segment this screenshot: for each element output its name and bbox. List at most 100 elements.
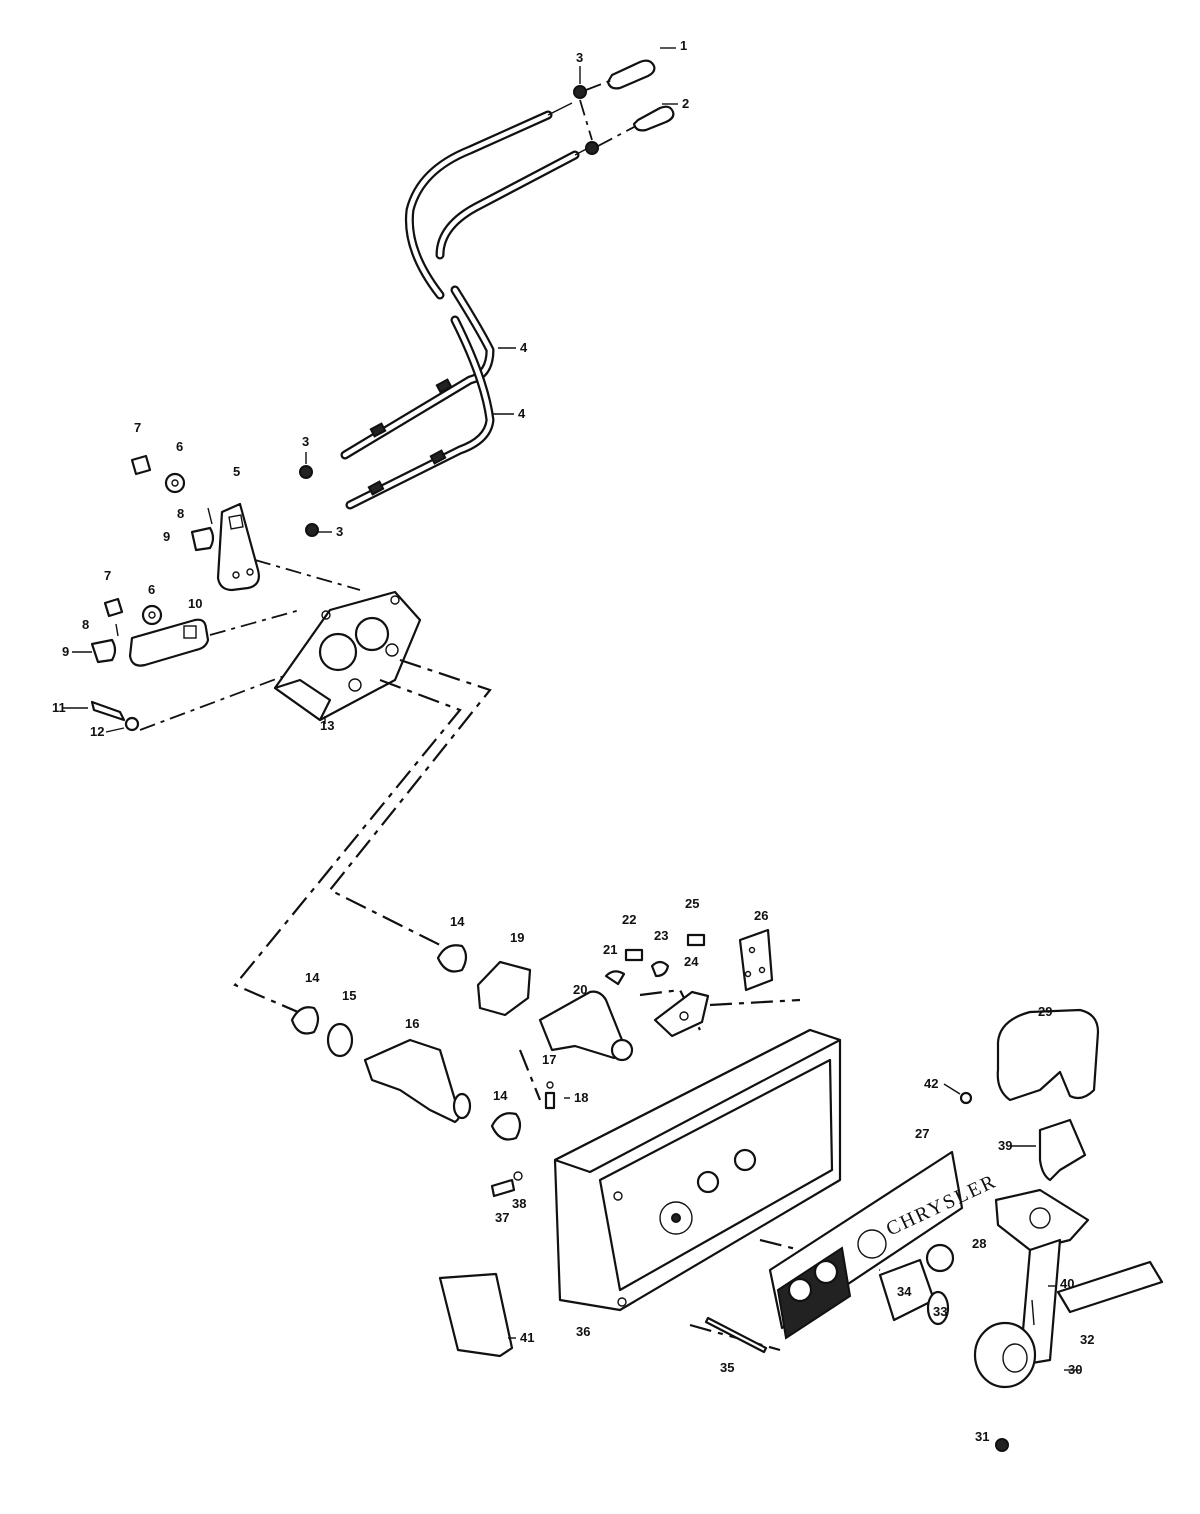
callout-3: 3: [576, 50, 583, 65]
plate-26: [738, 928, 774, 992]
plug-31: [995, 1438, 1009, 1452]
washer-15: [326, 1022, 354, 1058]
shaft-16: [363, 1038, 462, 1124]
nut-12: [124, 716, 140, 732]
callout-12: 12: [90, 724, 104, 739]
callout-9b: 9: [62, 644, 69, 659]
callout-34: 34: [897, 1284, 912, 1299]
callout-40: 40: [1060, 1276, 1074, 1291]
cap-28: [925, 1243, 955, 1273]
spring-37: [490, 1178, 516, 1198]
callout-25: 25: [685, 896, 699, 911]
screw-25: [686, 933, 706, 947]
callout-6b: 6: [148, 582, 155, 597]
bracket-5: [216, 502, 260, 592]
callout-1: 1: [680, 38, 687, 53]
leader-lines: [62, 47, 1080, 1371]
callout-17: 17: [542, 1052, 556, 1067]
cable-housing-13: [273, 590, 422, 722]
upper-bracket-assembly: [90, 454, 361, 732]
handle-assembly: [438, 1008, 1164, 1452]
callout-16: 16: [405, 1016, 419, 1031]
callout-20: 20: [573, 982, 587, 997]
callout-14b: 14: [305, 970, 320, 985]
handle-30: [973, 1321, 1037, 1389]
shift-collar-19: [476, 960, 532, 1017]
callout-5: 5: [233, 464, 240, 479]
screw-7b: [103, 597, 124, 618]
cable-end-2: [632, 105, 675, 132]
ring-33: [926, 1290, 950, 1326]
callout-29: 29: [1038, 1004, 1052, 1019]
callout-2: 2: [682, 96, 689, 111]
callout-7b: 7: [104, 568, 111, 583]
callout-8: 8: [177, 506, 184, 521]
cable-end-1: [606, 59, 656, 90]
bolt-9a: [190, 526, 215, 552]
callout-33: 33: [933, 1304, 947, 1319]
pad-41: [438, 1272, 514, 1358]
screw-7a: [130, 454, 152, 476]
cable-ends-top: [573, 59, 675, 155]
shift-mechanism: [290, 928, 774, 1141]
callout-6: 6: [176, 439, 183, 454]
plunger-20: [538, 990, 625, 1060]
handle-cover-29: [996, 1008, 1100, 1102]
callout-21: 21: [603, 942, 617, 957]
screw-11: [90, 700, 126, 722]
control-cables: [340, 102, 593, 510]
screw-42: [959, 1091, 973, 1105]
callout-15: 15: [342, 988, 356, 1003]
callout-37: 37: [495, 1210, 509, 1225]
control-box-36: [553, 1028, 842, 1312]
callout-4: 4: [520, 340, 528, 355]
callout-31: 31: [975, 1429, 989, 1444]
callout-14a: 14: [450, 914, 465, 929]
decal-32: [1056, 1260, 1164, 1314]
spring-18: [544, 1091, 556, 1110]
callout-24: 24: [684, 954, 699, 969]
washer-6b: [141, 604, 163, 626]
cable-nuts-lower: [299, 465, 319, 537]
callout-35: 35: [720, 1360, 734, 1375]
callout-28: 28: [972, 1236, 986, 1251]
callout-41: 41: [520, 1330, 534, 1345]
callout-39: 39: [998, 1138, 1012, 1153]
ball-17: [546, 1081, 554, 1089]
nut-14a: [436, 944, 468, 973]
callout-19: 19: [510, 930, 524, 945]
callout-14c: 14: [493, 1088, 508, 1103]
lever-10: [128, 618, 210, 667]
callout-26: 26: [754, 908, 768, 923]
callout-42: 42: [924, 1076, 938, 1091]
clip-21: [604, 970, 626, 986]
nut-23: [650, 960, 670, 978]
callout-38: 38: [512, 1196, 526, 1211]
callout-7: 7: [134, 420, 141, 435]
nut-3a: [573, 85, 587, 99]
screw-35: [704, 1316, 768, 1354]
switch-39: [1038, 1118, 1087, 1182]
callout-8b: 8: [82, 617, 89, 632]
callout-36: 36: [576, 1324, 590, 1339]
callout-11: 11: [52, 700, 66, 715]
nut-14b: [290, 1006, 320, 1035]
callout-10: 10: [188, 596, 202, 611]
ball-38: [513, 1171, 523, 1181]
callout-3c: 3: [336, 524, 343, 539]
screw-22: [624, 948, 644, 962]
callout-23: 23: [654, 928, 668, 943]
callout-32: 32: [1080, 1332, 1094, 1347]
callout-4b: 4: [518, 406, 526, 421]
nut-14c: [490, 1112, 522, 1141]
callout-13: 13: [320, 718, 334, 733]
callouts: 1 2 3 3 3 4 4 5 6 6 7 7 8 8 9 9 10 11 12…: [52, 38, 1094, 1444]
callout-3b: 3: [302, 434, 309, 449]
bracket-24: [653, 990, 710, 1038]
bolt-9b: [90, 638, 117, 664]
callout-27: 27: [915, 1126, 929, 1141]
washer-6a: [164, 472, 186, 494]
callout-22: 22: [622, 912, 636, 927]
callout-18: 18: [574, 1090, 588, 1105]
